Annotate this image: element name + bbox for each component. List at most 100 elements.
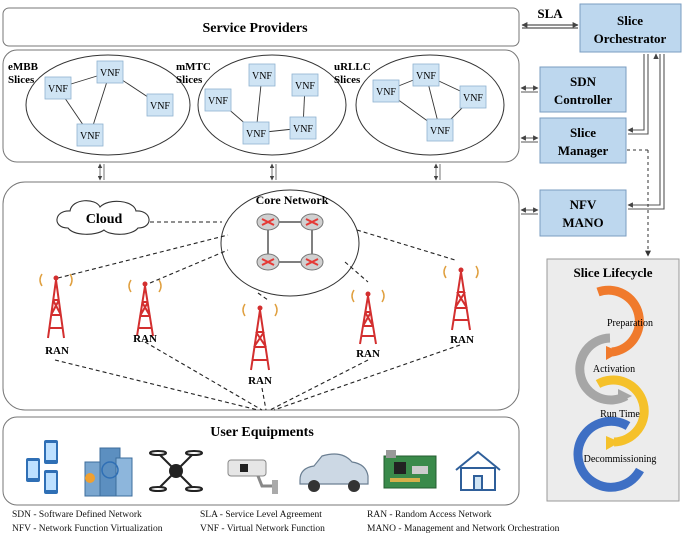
nfv-mano-box: [539, 189, 627, 237]
embb-label-1: eMBB: [8, 61, 39, 73]
svg-text:VNF: VNF: [416, 71, 436, 82]
vnf-node: VNF: [291, 73, 319, 97]
smart-city-icon: [84, 447, 133, 497]
svg-text:VNF: VNF: [430, 126, 450, 137]
ran-tower-icon: [351, 289, 385, 345]
side-arrows: [520, 85, 539, 215]
legend-ran: RAN - Random Access Network: [367, 510, 492, 520]
core-routers: [256, 213, 324, 271]
mmtc-label-1: mMTC: [176, 61, 211, 73]
security-camera-icon: [227, 459, 278, 494]
vnf-node: VNF: [204, 88, 232, 112]
orchestrator-line2: Orchestrator: [594, 31, 667, 46]
house-icon: [455, 450, 501, 491]
slices-container: [2, 49, 520, 163]
ran-label: RAN: [356, 348, 380, 360]
smartphones-icon: [26, 440, 58, 494]
runtime-arc: [595, 375, 649, 447]
slice-orchestrator-box: [579, 3, 682, 53]
lifecycle-title: Slice Lifecycle: [573, 265, 652, 280]
stage-activation: Activation: [593, 364, 635, 375]
vnf-node: VNF: [426, 118, 454, 142]
ran-tower-icon: [128, 279, 162, 337]
activation-arc: [575, 333, 629, 405]
stage-decommissioning: Decommissioning: [584, 454, 657, 465]
mmtc-label-2: Slices: [176, 74, 203, 86]
core-network-label: Core Network: [256, 193, 329, 207]
svg-text:VNF: VNF: [376, 87, 396, 98]
vnf-node: VNF: [372, 79, 400, 103]
vnf-node: VNF: [146, 93, 174, 117]
ran-tower-icon: [443, 265, 479, 331]
urllc-label-2: Slices: [334, 74, 361, 86]
car-icon: [299, 453, 369, 492]
vnf-node: VNF: [76, 123, 104, 147]
sla-label: SLA: [537, 6, 563, 21]
ran-tower-icon: [242, 303, 278, 371]
orchestrator-line1: Slice: [617, 13, 643, 28]
ran-label: RAN: [450, 334, 474, 346]
embb-ellipse: [25, 54, 191, 156]
svg-text:VNF: VNF: [208, 96, 228, 107]
svg-text:VNF: VNF: [150, 101, 170, 112]
vertical-link-arrows: [97, 163, 441, 181]
sdn-line2: Controller: [554, 92, 612, 107]
mmtc-ellipse: [197, 54, 347, 156]
legend-nfv: NFV - Network Function Virtualization: [12, 524, 163, 534]
cloud-shape: [56, 200, 150, 235]
user-equipments-label: User Equipments: [210, 425, 314, 440]
stage-runtime: Run Time: [600, 409, 640, 420]
ran-label: RAN: [248, 375, 272, 387]
vnf-node: VNF: [289, 116, 317, 140]
legend-sla: SLA - Service Level Agreement: [200, 510, 322, 520]
ran-label: RAN: [133, 333, 157, 345]
preparation-arc: [596, 285, 644, 357]
svg-text:VNF: VNF: [293, 124, 313, 135]
legend-sdn: SDN - Software Defined Network: [12, 509, 142, 520]
vnf-node: VNF: [242, 121, 270, 145]
nfv-line1: NFV: [570, 197, 597, 212]
embb-label-2: Slices: [8, 74, 35, 86]
service-providers-label: Service Providers: [202, 21, 308, 36]
ran-tower-icon: [39, 273, 73, 339]
router-icon: [300, 213, 324, 231]
urllc-label-1: uRLLC: [334, 61, 371, 73]
svg-text:VNF: VNF: [463, 93, 483, 104]
service-providers-box: [2, 7, 520, 47]
ran-label: RAN: [45, 345, 69, 357]
stage-preparation: Preparation: [607, 318, 653, 329]
vnf-node: VNF: [459, 85, 487, 109]
cloud-label: Cloud: [86, 212, 123, 227]
drone-icon: [149, 450, 203, 492]
decommissioning-arc: [573, 416, 644, 492]
sdn-controller-box: [539, 66, 627, 113]
urllc-ellipse: [355, 54, 505, 156]
router-icon: [300, 253, 324, 271]
manager-line1: Slice: [570, 125, 596, 140]
router-icon: [256, 213, 280, 231]
svg-text:VNF: VNF: [252, 71, 272, 82]
vnf-node: VNF: [96, 60, 124, 84]
slice-manager-box: [539, 117, 627, 164]
svg-text:VNF: VNF: [246, 129, 266, 140]
lifecycle-arrowheads: [606, 346, 632, 450]
router-icon: [256, 253, 280, 271]
vnf-node: VNF: [44, 76, 72, 100]
network-links: [54, 221, 461, 411]
core-network-ellipse: [220, 189, 360, 297]
orchestrator-arrows: [627, 53, 665, 210]
lifecycle-arcs: [573, 285, 649, 492]
vnf-node: VNF: [412, 63, 440, 87]
svg-text:VNF: VNF: [48, 84, 68, 95]
svg-text:VNF: VNF: [100, 68, 120, 79]
circuit-board-icon: [383, 450, 437, 489]
manager-line2: Manager: [558, 143, 609, 158]
legend-mano: MANO - Management and Network Orchestrat…: [367, 524, 560, 534]
sdn-line1: SDN: [570, 74, 597, 89]
vnf-node: VNF: [248, 63, 276, 87]
svg-text:VNF: VNF: [295, 81, 315, 92]
nfv-line2: MANO: [562, 215, 603, 230]
legend-vnf: VNF - Virtual Network Function: [200, 524, 325, 534]
svg-text:VNF: VNF: [80, 131, 100, 142]
